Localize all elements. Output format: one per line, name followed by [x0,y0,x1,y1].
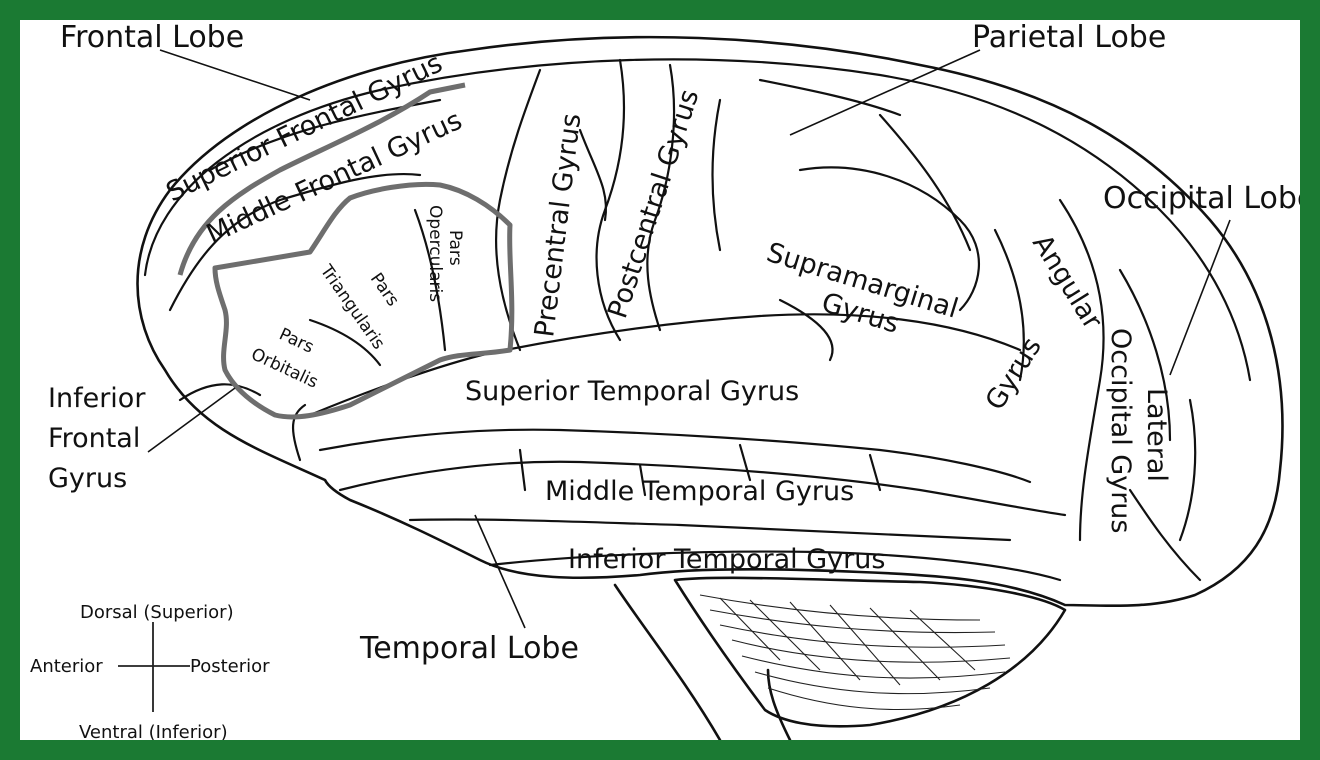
lateral-occipital-gyrus-label-1: Lateral [1141,388,1172,482]
inferior-temporal-gyrus-label: Inferior Temporal Gyrus [568,544,885,575]
inferior-frontal-gyrus-label-1: Inferior [48,383,146,414]
inferior-frontal-gyrus-label-2: Frontal [48,423,140,454]
postcentral-gyrus-label: Postcentral Gyrus [602,86,705,322]
diagram-frame: Frontal Lobe Parietal Lobe Occipital Lob… [20,20,1300,740]
superior-temporal-gyrus-label: Superior Temporal Gyrus [465,376,799,407]
pars-opercularis-label-2: Opercularis [425,205,445,302]
occipital-lobe-leader [1169,219,1231,376]
lateral-occipital-gyrus-label-2: Occipital Gyrus [1105,328,1136,533]
pars-opercularis-label-1: Pars [445,230,465,266]
parietal-lobe-label: Parietal Lobe [972,20,1166,55]
anterior-label: Anterior [30,656,103,677]
angular-gyrus-label-2: Gyrus [980,332,1048,416]
lateral-sulcus [308,313,1022,417]
frontal-lobe-leader [159,49,311,101]
orientation-compass: Dorsal (Superior) Ventral (Inferior) Ant… [30,602,270,740]
ventral-label: Ventral (Inferior) [79,722,228,740]
sulci [168,58,1202,582]
inferior-frontal-gyrus-outline [212,181,515,420]
precentral-gyrus-label: Precentral Gyrus [529,112,587,339]
temporal-lobe-label: Temporal Lobe [359,631,579,666]
brain-diagram: Frontal Lobe Parietal Lobe Occipital Lob… [30,20,1300,740]
middle-temporal-gyrus-label: Middle Temporal Gyrus [545,476,854,507]
temporal-lobe-leader [474,514,526,629]
frontal-lobe-label: Frontal Lobe [60,20,244,55]
posterior-label: Posterior [190,656,270,677]
parietal-lobe-leader [789,49,981,136]
brain-stem [613,583,792,740]
occipital-lobe-label: Occipital Lobe [1103,181,1300,216]
dorsal-label: Dorsal (Superior) [80,602,234,623]
inferior-frontal-boundary [177,82,466,276]
cerebrum-outline [136,35,1284,608]
pars-triangularis-label-1: Pars [366,269,403,310]
inferior-frontal-gyrus-label-3: Gyrus [48,463,127,494]
inferior-frontal-leader [147,387,236,453]
cerebellum [673,576,1067,728]
pars-orbitalis-label-1: Pars [276,324,317,357]
